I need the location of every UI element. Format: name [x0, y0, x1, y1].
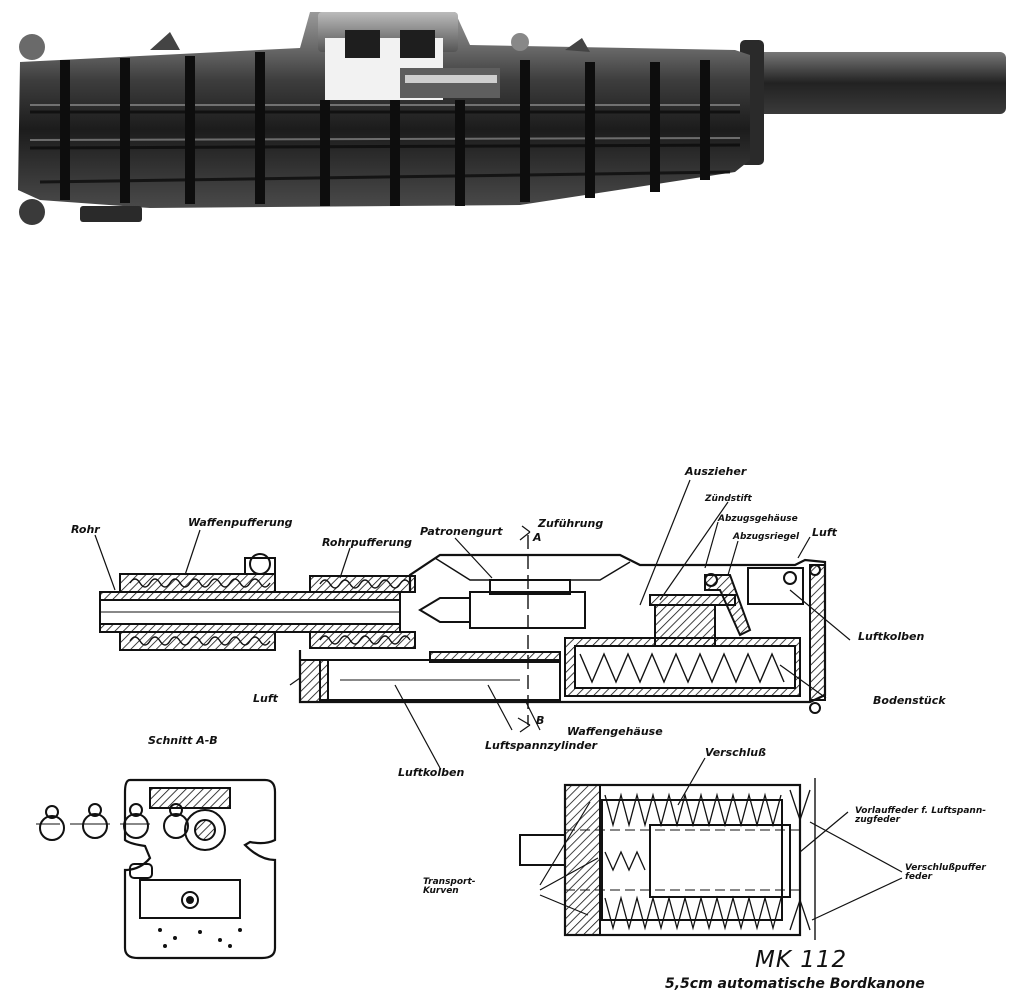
label-verschlusspuffer: Verschlußpuffer feder [905, 863, 986, 883]
label-waffengehaeuse: Waffengehäuse [567, 725, 663, 738]
label-section-b: B [536, 714, 545, 727]
cannon-photo [0, 0, 1023, 240]
label-abzugsriegel: Abzugsriegel [733, 532, 800, 542]
label-auszieher: Auszieher [685, 465, 747, 478]
cutaway-drawing [36, 479, 903, 960]
label-luftkolben-right: Luftkolben [858, 630, 925, 643]
label-vorlauffeder: Vorlauffeder f. Luftspann- zugfeder [855, 806, 986, 826]
label-luft-top: Luft [812, 526, 837, 539]
label-luftkolben-bottom: Luftkolben [398, 766, 465, 779]
drawing-title: MK 112 [755, 947, 848, 973]
label-rohrpufferung: Rohrpufferung [322, 536, 413, 549]
label-luft-left: Luft [253, 692, 278, 705]
label-zuendstift: Zündstift [705, 494, 752, 504]
label-transportkurven: Transport- Kurven [423, 877, 476, 897]
label-abzugsgehaeuse: Abzugsgehäuse [718, 514, 798, 524]
section-view [123, 778, 277, 960]
label-waffenpufferung: Waffenpufferung [188, 516, 293, 529]
label-rohr: Rohr [71, 523, 100, 536]
label-patronengurt: Patronengurt [420, 525, 503, 538]
label-bodenstueck: Bodenstück [873, 694, 946, 707]
label-section-a: A [533, 531, 542, 544]
label-zufuehrung: Zuführung [538, 517, 604, 530]
label-schnitt: Schnitt A-B [148, 734, 218, 747]
drawing-subtitle: 5,5cm automatische Bordkanone [665, 976, 925, 992]
label-verschluss: Verschluß [705, 746, 767, 759]
label-luftspannzylinder: Luftspannzylinder [485, 739, 598, 752]
